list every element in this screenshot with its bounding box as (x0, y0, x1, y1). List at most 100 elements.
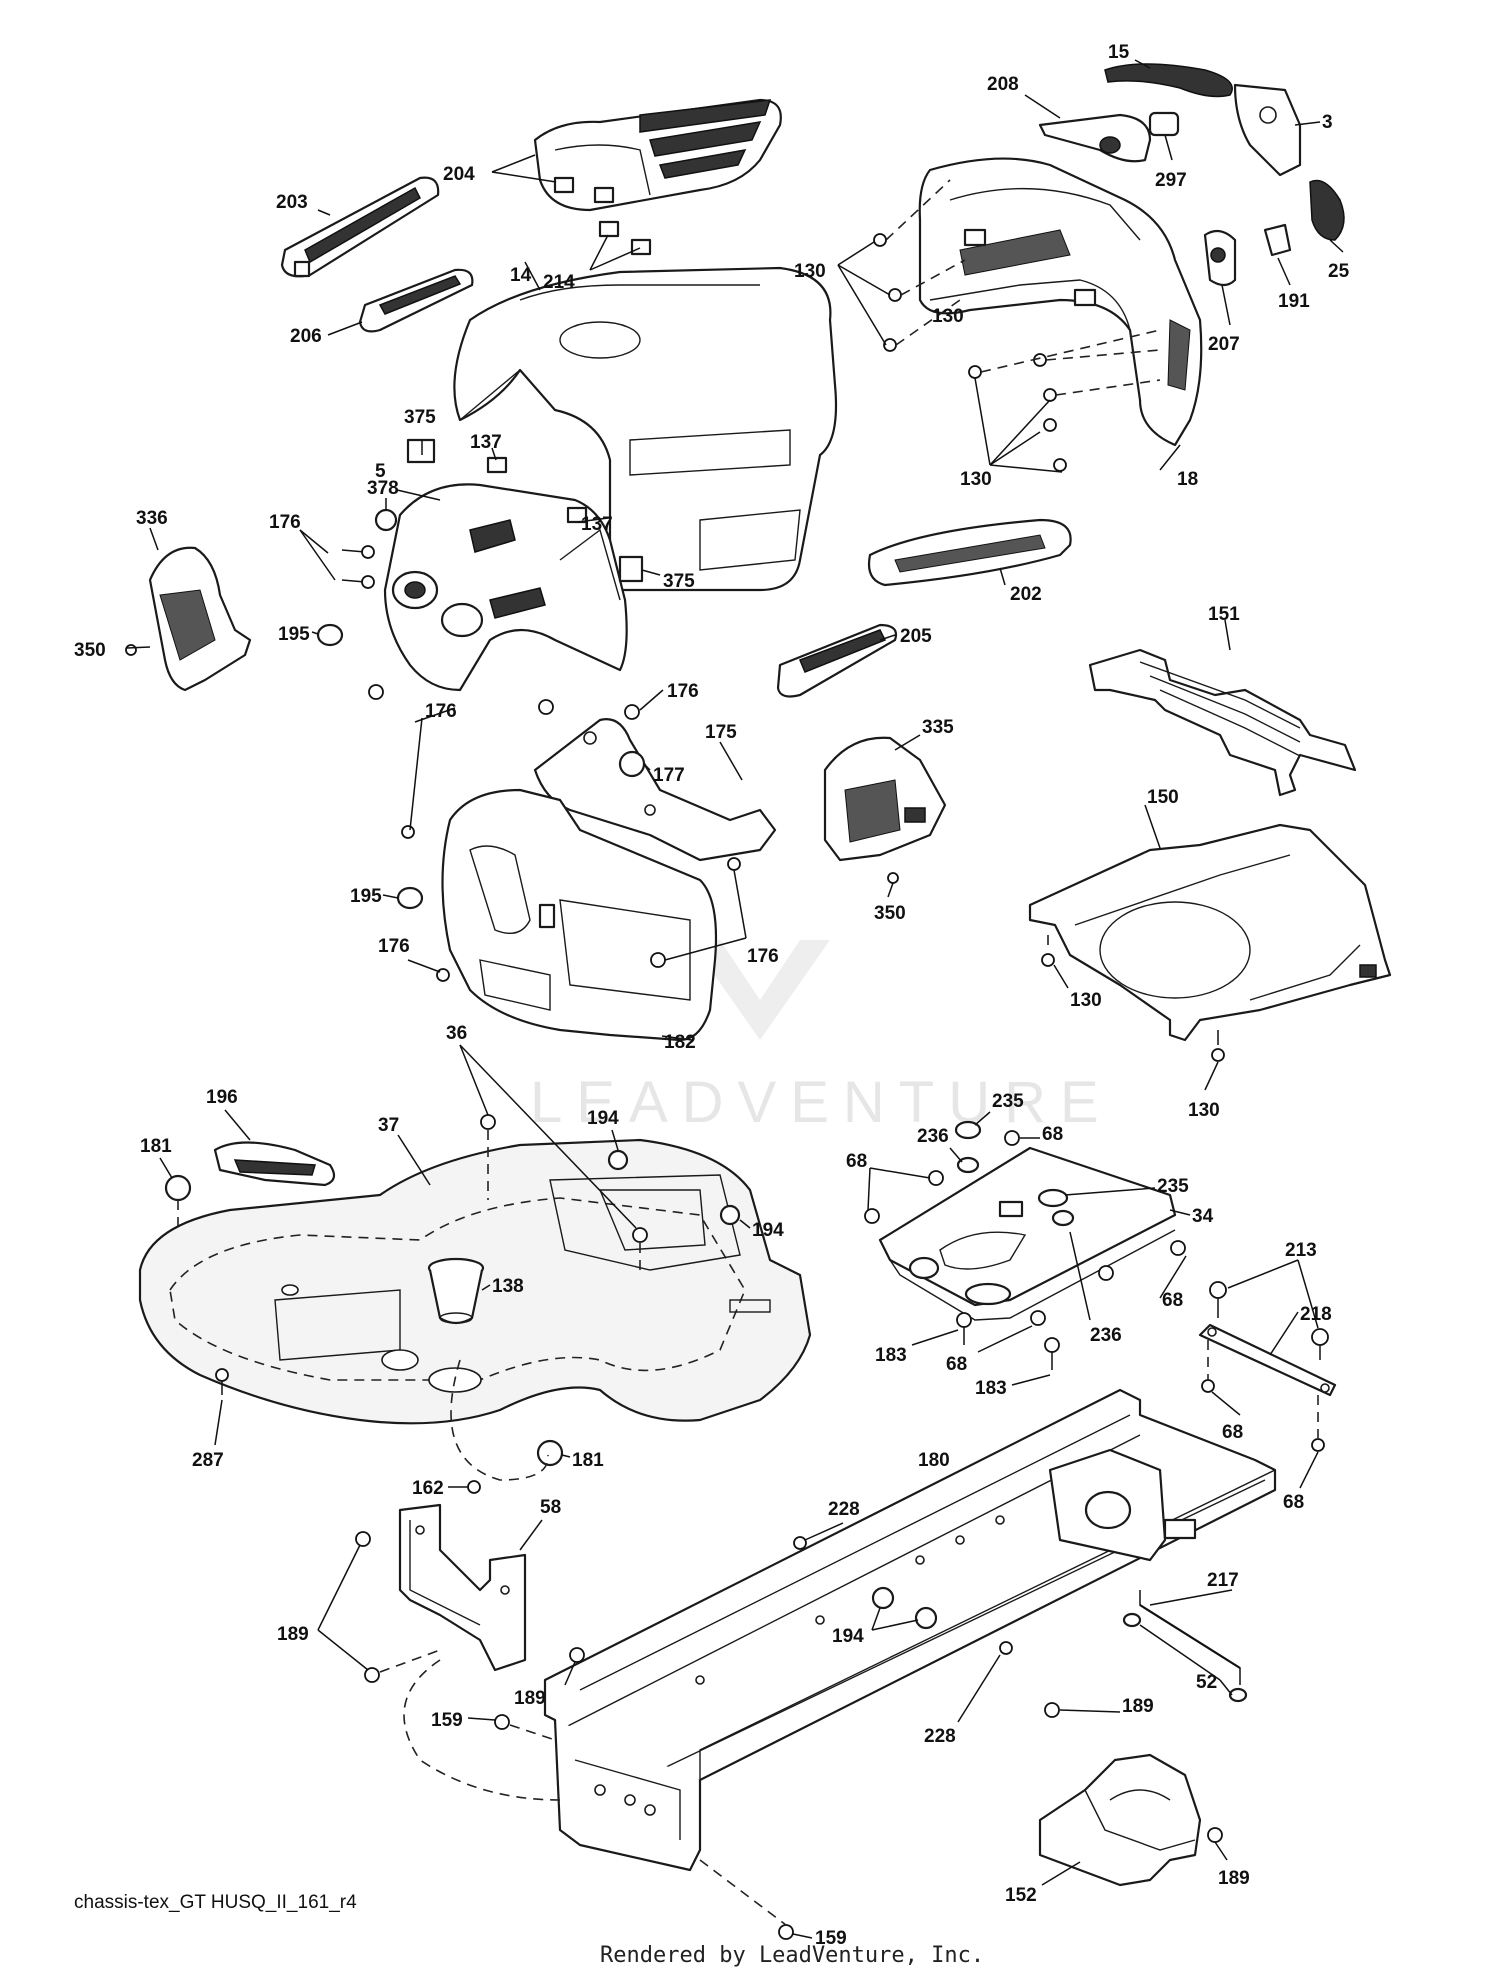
part-159-bolt-b (778, 1924, 794, 1940)
part-297-clip (1148, 111, 1180, 137)
part-58-bracket (398, 1503, 527, 1672)
callout-150: 150 (1147, 787, 1179, 808)
screws-176-dash (341, 545, 640, 720)
callout-350b: 350 (874, 903, 906, 924)
callout-37: 37 (378, 1115, 399, 1136)
callout-207: 207 (1208, 334, 1240, 355)
callout-189a: 189 (277, 1624, 309, 1645)
part-36-bolt-a (480, 1114, 496, 1130)
callout-180: 180 (918, 1450, 950, 1471)
callout-228a: 228 (828, 1499, 860, 1520)
callout-130c: 130 (960, 469, 992, 490)
callout-177: 177 (653, 765, 685, 786)
callout-68e: 68 (1222, 1422, 1243, 1443)
callout-236b: 236 (1090, 1325, 1122, 1346)
callout-152: 152 (1005, 1885, 1037, 1906)
callout-137a: 137 (470, 432, 502, 453)
callout-297: 297 (1155, 170, 1187, 191)
bolts-68-plate (864, 1130, 1186, 1326)
callout-151: 151 (1208, 604, 1240, 625)
part-236-spacer-a (956, 1156, 980, 1174)
callout-189c: 189 (1122, 1696, 1154, 1717)
callout-176d: 176 (378, 936, 410, 957)
part-189-bolt-e (1207, 1827, 1223, 1843)
part-138-boot (427, 1257, 485, 1325)
callout-130e: 130 (1188, 1100, 1220, 1121)
part-191-bulb (1263, 223, 1292, 257)
callout-159b: 159 (815, 1928, 847, 1949)
part-34-plate (878, 1146, 1177, 1321)
part-228-screw-b (999, 1641, 1013, 1655)
callout-15: 15 (1108, 42, 1130, 63)
callout-204: 204 (443, 164, 475, 185)
callout-176a: 176 (269, 512, 301, 533)
callout-5: 5 (375, 461, 386, 482)
part-195-plug-b (396, 886, 424, 910)
part-159-bolt-a (494, 1714, 510, 1730)
callout-214: 214 (543, 272, 575, 293)
part-194-nut-c (871, 1586, 895, 1610)
callout-217: 217 (1207, 1570, 1239, 1591)
part-206-vent (358, 268, 474, 333)
part-375-pad-b (618, 555, 644, 583)
part-137-clip-a (486, 456, 508, 474)
callout-191: 191 (1278, 291, 1310, 312)
part-181-bumper-a (164, 1174, 192, 1202)
part-189-bolt-a (355, 1531, 371, 1547)
part-213-bolt-a (1209, 1281, 1227, 1299)
callout-175: 175 (705, 722, 737, 743)
part-15-strip (1104, 63, 1233, 98)
part-214-clip-b (630, 238, 652, 256)
callout-206: 206 (290, 326, 322, 347)
callout-25: 25 (1328, 261, 1350, 282)
callout-203: 203 (276, 192, 308, 213)
callout-228b: 228 (924, 1726, 956, 1747)
callout-130d: 130 (1070, 990, 1102, 1011)
callout-218: 218 (1300, 1304, 1332, 1325)
part-208-headlight (1038, 113, 1152, 163)
part-18-grille-housing (918, 157, 1203, 447)
part-204-hood-top (533, 98, 782, 212)
callout-68a: 68 (1042, 1124, 1063, 1145)
part-36-bolt-b (632, 1227, 648, 1243)
part-25-lens (1309, 179, 1345, 241)
callout-350a: 350 (74, 640, 106, 661)
callout-130b: 130 (932, 306, 964, 327)
part-375-pad-a (406, 438, 436, 464)
part-175-bracket (533, 718, 777, 862)
part-335-side-panel (823, 736, 947, 862)
callout-182: 182 (664, 1032, 696, 1053)
part-336-side-panel (148, 546, 252, 692)
part-189-bolt-c (569, 1647, 585, 1663)
leader-lines (125, 59, 1344, 1939)
callout-287: 287 (192, 1450, 224, 1471)
part-207-socket (1203, 229, 1237, 287)
callout-335: 335 (922, 717, 954, 738)
part-150-floor-pan (1028, 823, 1392, 1042)
callout-183a: 183 (875, 1345, 907, 1366)
part-162-screw (467, 1480, 481, 1494)
callout-194b: 194 (752, 1220, 784, 1241)
part-52-clip-b (1228, 1687, 1248, 1703)
part-236-spacer-b (1051, 1209, 1075, 1227)
part-202-grille (867, 518, 1072, 587)
callout-336: 336 (136, 508, 168, 529)
part-151-bracket (1088, 648, 1357, 797)
callout-138: 138 (492, 1276, 524, 1297)
callout-213: 213 (1285, 1240, 1317, 1261)
part-3-bracket (1233, 83, 1302, 177)
part-194-nut-b (719, 1204, 741, 1226)
watermark-text: LEADVENTURE (530, 1070, 1113, 1135)
callout-181a: 181 (140, 1136, 172, 1157)
part-137-clip-b (566, 506, 588, 524)
part-218-bar (1198, 1323, 1337, 1397)
callout-14: 14 (510, 265, 532, 286)
callout-235a: 235 (992, 1091, 1024, 1112)
watermark-logo (690, 940, 830, 1040)
callout-194c: 194 (832, 1626, 864, 1647)
callout-130a: 130 (794, 261, 826, 282)
watermark: LEADVENTURE (530, 940, 1113, 1135)
part-235-washer-a (954, 1120, 982, 1140)
part-287-screw (215, 1368, 229, 1382)
